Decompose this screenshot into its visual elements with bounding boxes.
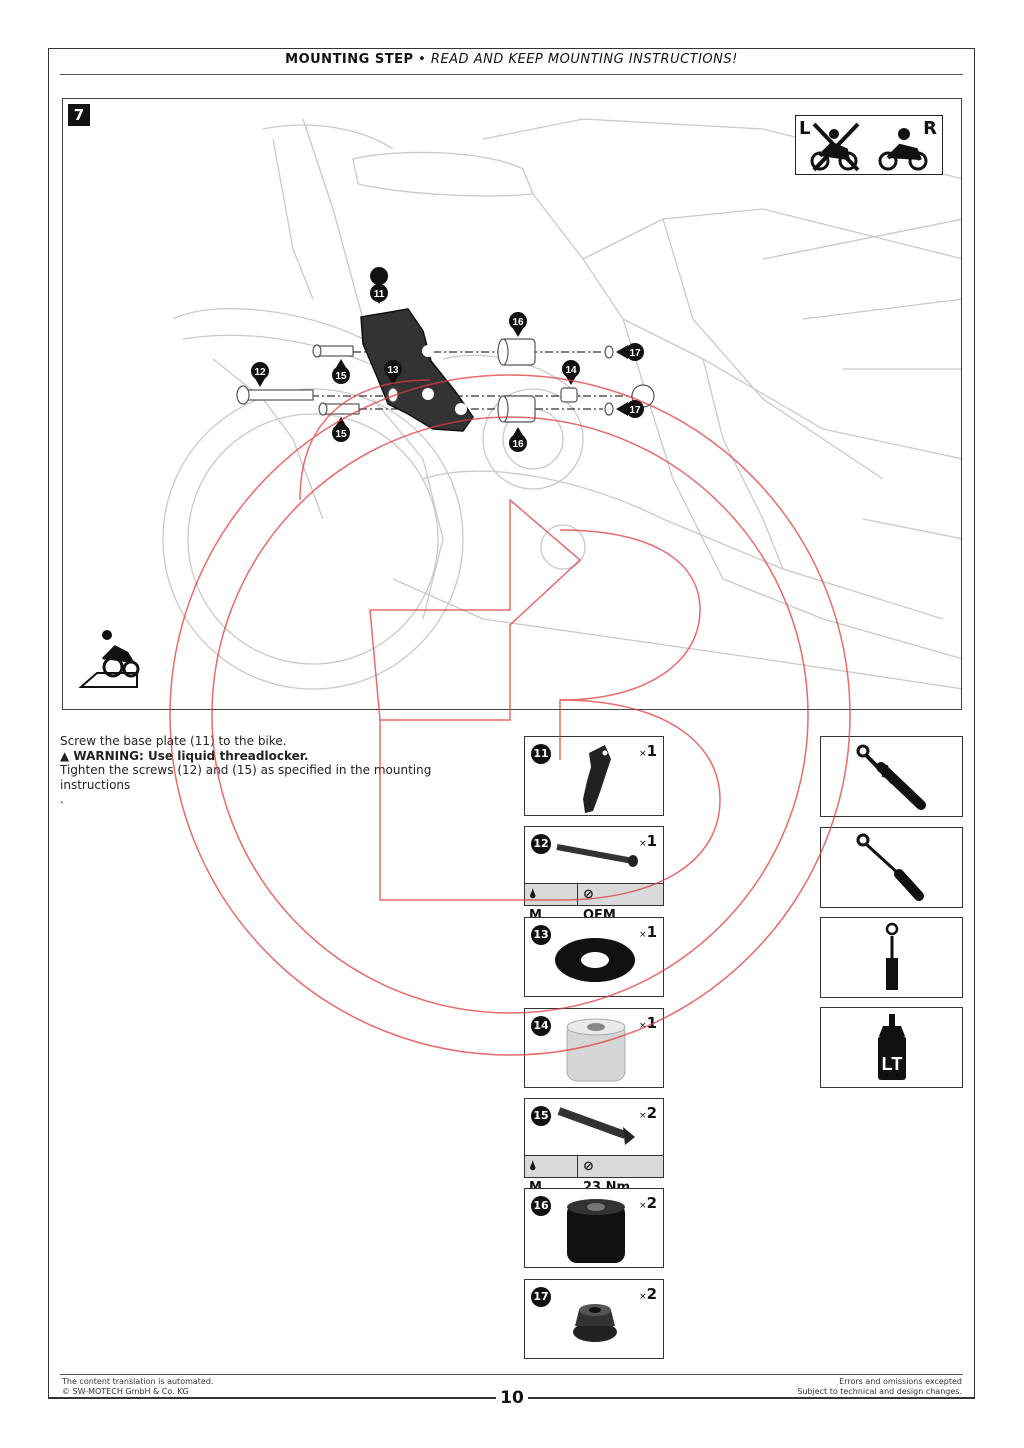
part-spec-bar: 🌢 M ⊘ 23 Nm bbox=[525, 1155, 663, 1195]
tool-threadlocker: LT bbox=[820, 1007, 963, 1088]
callout-15b: 15 bbox=[332, 417, 350, 442]
header-step-label: MOUNTING STEP bbox=[285, 52, 414, 67]
part-card-15: 15 ×2 🌢 M ⊘ 23 Nm bbox=[524, 1098, 664, 1195]
threadlocker-medium-label: 🌢 M bbox=[525, 1156, 578, 1195]
svg-text:16: 16 bbox=[512, 317, 524, 328]
footer-errors-note: Errors and omissions excepted bbox=[839, 1377, 962, 1386]
motorcycle-line-drawing: 11 12 13 14 15 15 16 16 17 17 bbox=[78, 118, 961, 690]
warning-icon: ▲ bbox=[60, 748, 74, 763]
qty-value: 2 bbox=[646, 1285, 657, 1303]
step-description: Screw the base plate (11) to the bike. ▲… bbox=[60, 734, 500, 807]
part-card-13: 13 ×1 bbox=[524, 917, 664, 997]
right-side-motorbike-icon bbox=[878, 128, 928, 171]
footer-changes-note: Subject to technical and design changes. bbox=[797, 1387, 962, 1396]
callout-15a: 15 bbox=[332, 359, 350, 384]
part-qty: ×2 bbox=[639, 1194, 657, 1212]
mounting-illustration: 11 12 13 14 15 15 16 16 17 17 bbox=[62, 98, 962, 710]
part-card-17: 17 ×2 bbox=[524, 1279, 664, 1359]
long-screw-icon bbox=[556, 844, 638, 867]
qty-value: 2 bbox=[646, 1104, 657, 1122]
nut-icon bbox=[573, 1304, 617, 1342]
part-number: 16 bbox=[531, 1196, 551, 1216]
header-separator: • bbox=[413, 52, 431, 67]
svg-text:13: 13 bbox=[387, 365, 399, 376]
side-motorbike-icons bbox=[810, 122, 928, 172]
footer-divider bbox=[60, 1374, 963, 1375]
footer-copyright: © SW-MOTECH GmbH & Co. KG bbox=[62, 1387, 189, 1396]
part-card-14: 14 ×1 bbox=[524, 1008, 664, 1088]
part-number: 17 bbox=[531, 1287, 551, 1307]
page-number: 10 bbox=[0, 1388, 1024, 1408]
callout-14: 14 bbox=[562, 360, 580, 385]
spacer-icon bbox=[566, 1018, 626, 1082]
svg-text:16: 16 bbox=[512, 439, 524, 450]
black-spacer-icon bbox=[567, 1199, 625, 1263]
qty-prefix: × bbox=[639, 1111, 647, 1121]
ratchet-icon bbox=[856, 744, 926, 810]
washer-icon bbox=[555, 938, 635, 982]
footer-translation-note: The content translation is automated. bbox=[62, 1377, 214, 1386]
qty-prefix: × bbox=[639, 1201, 647, 1211]
description-line-3: Tighten the screws (12) and (15) as spec… bbox=[60, 763, 432, 792]
warning-line: ▲ WARNING: Use liquid threadlocker. bbox=[60, 749, 500, 764]
part-qty: ×2 bbox=[639, 1285, 657, 1303]
svg-text:15: 15 bbox=[335, 429, 347, 440]
svg-text:15: 15 bbox=[335, 371, 347, 382]
tool-torque-wrench bbox=[820, 827, 963, 908]
part-qty: ×2 bbox=[639, 1104, 657, 1122]
threadlocker-medium-label: 🌢 M bbox=[525, 884, 578, 923]
side-indicator: L R bbox=[795, 115, 943, 175]
torque-spec: ⊘ 23 Nm bbox=[578, 1156, 630, 1195]
callout-12: 12 bbox=[251, 362, 269, 387]
hex-bit-icon bbox=[885, 922, 899, 990]
step-number: 7 bbox=[68, 104, 90, 126]
base-plate-shape bbox=[360, 308, 474, 432]
callout-17a: 17 bbox=[616, 343, 644, 361]
countersunk-screw-icon bbox=[557, 1107, 635, 1145]
torque-spec: ⊘ OEM bbox=[578, 884, 616, 923]
tool-hex-bit bbox=[820, 917, 963, 998]
side-left-label: L bbox=[799, 118, 811, 139]
rider-on-stand-icon bbox=[78, 630, 140, 688]
torque-wrench-icon bbox=[856, 833, 924, 901]
threadlocker-lt-label: LT bbox=[882, 1054, 903, 1074]
part-card-16: 16 ×2 bbox=[524, 1188, 664, 1268]
page-header: MOUNTING STEP • READ AND KEEP MOUNTING I… bbox=[60, 52, 963, 75]
qty-value: 2 bbox=[646, 1194, 657, 1212]
page-number-value: 10 bbox=[496, 1388, 528, 1408]
tool-ratchet bbox=[820, 736, 963, 817]
callout-11: 11 bbox=[370, 267, 389, 304]
svg-text:12: 12 bbox=[254, 367, 266, 378]
part-spec-bar: 🌢 M ⊘ OEM bbox=[525, 883, 663, 923]
qty-prefix: × bbox=[639, 1292, 647, 1302]
svg-text:17: 17 bbox=[629, 405, 641, 416]
callout-17b: 17 bbox=[616, 400, 644, 418]
side-right-label: R bbox=[923, 118, 937, 139]
svg-text:14: 14 bbox=[565, 365, 577, 376]
svg-text:17: 17 bbox=[629, 348, 641, 359]
callout-16b: 16 bbox=[509, 427, 527, 452]
part-card-12: 12 ×1 🌢 M ⊘ OEM bbox=[524, 826, 664, 923]
svg-text:11: 11 bbox=[374, 289, 385, 300]
threadlocker-icon: LT bbox=[878, 1014, 906, 1080]
description-line-4: . bbox=[60, 792, 64, 806]
callout-16a: 16 bbox=[509, 312, 527, 337]
part-number: 15 bbox=[531, 1106, 551, 1126]
description-line-1: Screw the base plate (11) to the bike. bbox=[60, 734, 287, 748]
part-card-11: 11 ×1 bbox=[524, 736, 664, 816]
footer-left: The content translation is automated. © … bbox=[62, 1377, 213, 1397]
left-side-crossed-icon bbox=[810, 122, 860, 172]
warning-text: WARNING: Use liquid threadlocker. bbox=[73, 748, 309, 763]
footer-right: Errors and omissions excepted Subject to… bbox=[797, 1377, 962, 1397]
base-plate-icon bbox=[583, 745, 611, 813]
header-note: READ AND KEEP MOUNTING INSTRUCTIONS! bbox=[430, 52, 738, 67]
